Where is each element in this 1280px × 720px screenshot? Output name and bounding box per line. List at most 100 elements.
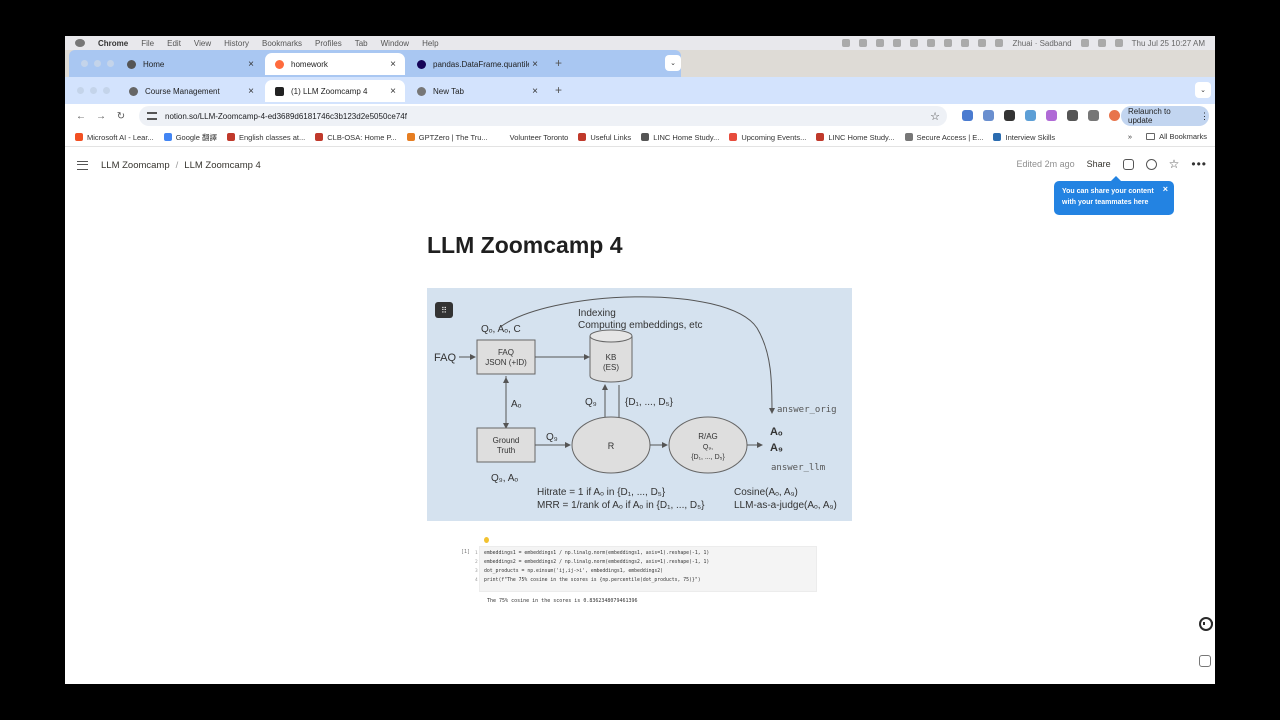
more-options-icon[interactable]: •••: [1191, 157, 1207, 171]
help-assistant-icon[interactable]: [1199, 617, 1213, 631]
reload-button[interactable]: ↻: [116, 110, 126, 122]
translate-icon[interactable]: [1199, 655, 1211, 667]
bookmark-item[interactable]: LINC Home Study...: [641, 133, 719, 142]
bookmark-item[interactable]: GPTZero | The Tru...: [406, 133, 488, 142]
bookmark-item[interactable]: Google 翻譯: [163, 132, 217, 143]
avatar[interactable]: [1109, 110, 1120, 121]
back-tab-pandas[interactable]: pandas.DataFrame.quantile ×: [407, 53, 547, 75]
close-icon[interactable]: ×: [532, 85, 538, 97]
rag-label: R/AG: [698, 432, 718, 441]
url-text[interactable]: notion.so/LLM-Zoomcamp-4-ed3689d6181746c…: [165, 111, 407, 121]
code-cell: 1 2 3 4 embeddings1 = embeddings1 / np.l…: [475, 546, 817, 592]
favorite-star-icon[interactable]: ☆: [1168, 157, 1180, 171]
notion-icon: [275, 86, 284, 96]
close-icon[interactable]: ×: [248, 58, 254, 70]
close-icon[interactable]: ×: [390, 85, 396, 97]
bookmark-icon: [578, 133, 587, 141]
close-icon[interactable]: ×: [390, 58, 396, 70]
menu-file[interactable]: File: [141, 38, 155, 48]
status-icon[interactable]: [859, 39, 868, 47]
window-controls[interactable]: [77, 87, 110, 94]
ao-output: Aₒ: [770, 426, 783, 438]
bookmark-item[interactable]: Volunteer Toronto: [497, 133, 568, 142]
wifi-icon[interactable]: [1080, 39, 1089, 47]
site-info-icon[interactable]: [147, 112, 157, 120]
tab-search-button[interactable]: ⌄: [1195, 82, 1211, 98]
image-menu-icon[interactable]: ⠿: [435, 302, 453, 318]
apple-icon[interactable]: [75, 39, 85, 47]
menu-profiles[interactable]: Profiles: [315, 38, 342, 48]
bookmark-item[interactable]: Microsoft AI - Lear...: [75, 133, 154, 142]
new-tab-button[interactable]: +: [555, 56, 563, 70]
bookmark-icon: [75, 133, 83, 141]
status-icon[interactable]: [927, 39, 936, 47]
tab-llm-zoomcamp-4[interactable]: (1) LLM Zoomcamp 4 ×: [265, 80, 405, 102]
tab-strip: Course Management × (1) LLM Zoomcamp 4 ×…: [65, 77, 1215, 104]
more-vert-icon[interactable]: ⋮: [1200, 110, 1209, 121]
bookmark-item[interactable]: Upcoming Events...: [729, 133, 806, 142]
battery-icon[interactable]: [995, 39, 1004, 47]
tab-new-tab[interactable]: New Tab ×: [407, 80, 547, 102]
extension-icon[interactable]: [983, 110, 994, 121]
back-button[interactable]: ←: [76, 110, 86, 122]
menu-history[interactable]: History: [224, 38, 250, 48]
bookmark-item[interactable]: English classes at...: [226, 133, 305, 142]
notion-topbar: LLM Zoomcamp / LLM Zoomcamp 4 Edited 2m …: [65, 147, 1215, 183]
comment-icon[interactable]: [1122, 158, 1134, 170]
address-bar[interactable]: notion.so/LLM-Zoomcamp-4-ed3689d6181746c…: [139, 106, 947, 126]
breadcrumb-parent[interactable]: LLM Zoomcamp: [101, 159, 170, 171]
page-title[interactable]: LLM Zoomcamp 4: [427, 232, 623, 258]
menu-edit[interactable]: Edit: [167, 38, 181, 48]
menu-icon[interactable]: [77, 160, 88, 170]
share-button[interactable]: Share: [1086, 159, 1111, 169]
reading-list-icon[interactable]: [1088, 110, 1099, 121]
cell-number: [1]: [461, 549, 471, 555]
clock[interactable]: Thu Jul 25 10:27 AM: [1131, 38, 1205, 48]
menu-view[interactable]: View: [193, 38, 212, 48]
menu-bookmarks[interactable]: Bookmarks: [262, 38, 303, 48]
input-source[interactable]: Zhuai · Sadband: [1012, 38, 1072, 48]
bookmark-item[interactable]: Interview Skills: [993, 133, 1055, 142]
back-tab-homework[interactable]: homework ×: [265, 53, 405, 75]
bookmarks-overflow-button[interactable]: »: [1127, 132, 1133, 141]
menu-app-name[interactable]: Chrome: [98, 38, 129, 48]
bookmark-item[interactable]: Useful Links: [578, 133, 631, 142]
status-icon[interactable]: [893, 39, 902, 47]
bluetooth-icon[interactable]: [978, 39, 987, 47]
new-tab-button[interactable]: +: [555, 83, 563, 97]
bookmark-star-icon[interactable]: ☆: [930, 110, 940, 123]
close-icon[interactable]: ×: [532, 58, 538, 70]
search-icon[interactable]: [1097, 39, 1106, 47]
tab-title: (1) LLM Zoomcamp 4: [291, 86, 368, 96]
menu-tab[interactable]: Tab: [354, 38, 368, 48]
all-bookmarks[interactable]: » All Bookmarks: [1128, 132, 1207, 141]
status-icon[interactable]: [910, 39, 919, 47]
extension-icon[interactable]: [1025, 110, 1036, 121]
window-controls[interactable]: [81, 60, 114, 67]
breadcrumb-current[interactable]: LLM Zoomcamp 4: [184, 159, 261, 171]
bookmark-item[interactable]: LINC Home Study...: [816, 133, 895, 142]
bookmark-item[interactable]: CLB-OSA: Home P...: [315, 133, 397, 142]
extension-icon[interactable]: [1046, 110, 1057, 121]
tab-search-button[interactable]: ⌄: [665, 55, 681, 71]
tab-course-management[interactable]: Course Management ×: [119, 80, 263, 102]
close-icon[interactable]: ×: [248, 85, 254, 97]
faq-box: [476, 339, 536, 375]
back-tab-home[interactable]: Home ×: [117, 53, 263, 75]
puzzle-icon[interactable]: [1067, 110, 1078, 121]
forward-button[interactable]: →: [96, 110, 106, 122]
menu-window[interactable]: Window: [380, 38, 410, 48]
control-center-icon[interactable]: [1114, 39, 1123, 47]
bookmarks-bar: Microsoft AI - Lear... Google 翻譯 English…: [65, 128, 1215, 147]
extension-icon[interactable]: [962, 110, 973, 121]
status-icon[interactable]: [842, 39, 851, 47]
menu-help[interactable]: Help: [422, 38, 439, 48]
status-icon[interactable]: [944, 39, 953, 47]
history-icon[interactable]: [1145, 158, 1157, 170]
extension-icon[interactable]: [1004, 110, 1015, 121]
status-icon[interactable]: [961, 39, 970, 47]
status-icon[interactable]: [876, 39, 885, 47]
close-icon[interactable]: ×: [1162, 184, 1168, 194]
bookmark-item[interactable]: Secure Access | E...: [904, 133, 983, 142]
relaunch-button[interactable]: Relaunch to update ⋮: [1121, 106, 1209, 126]
